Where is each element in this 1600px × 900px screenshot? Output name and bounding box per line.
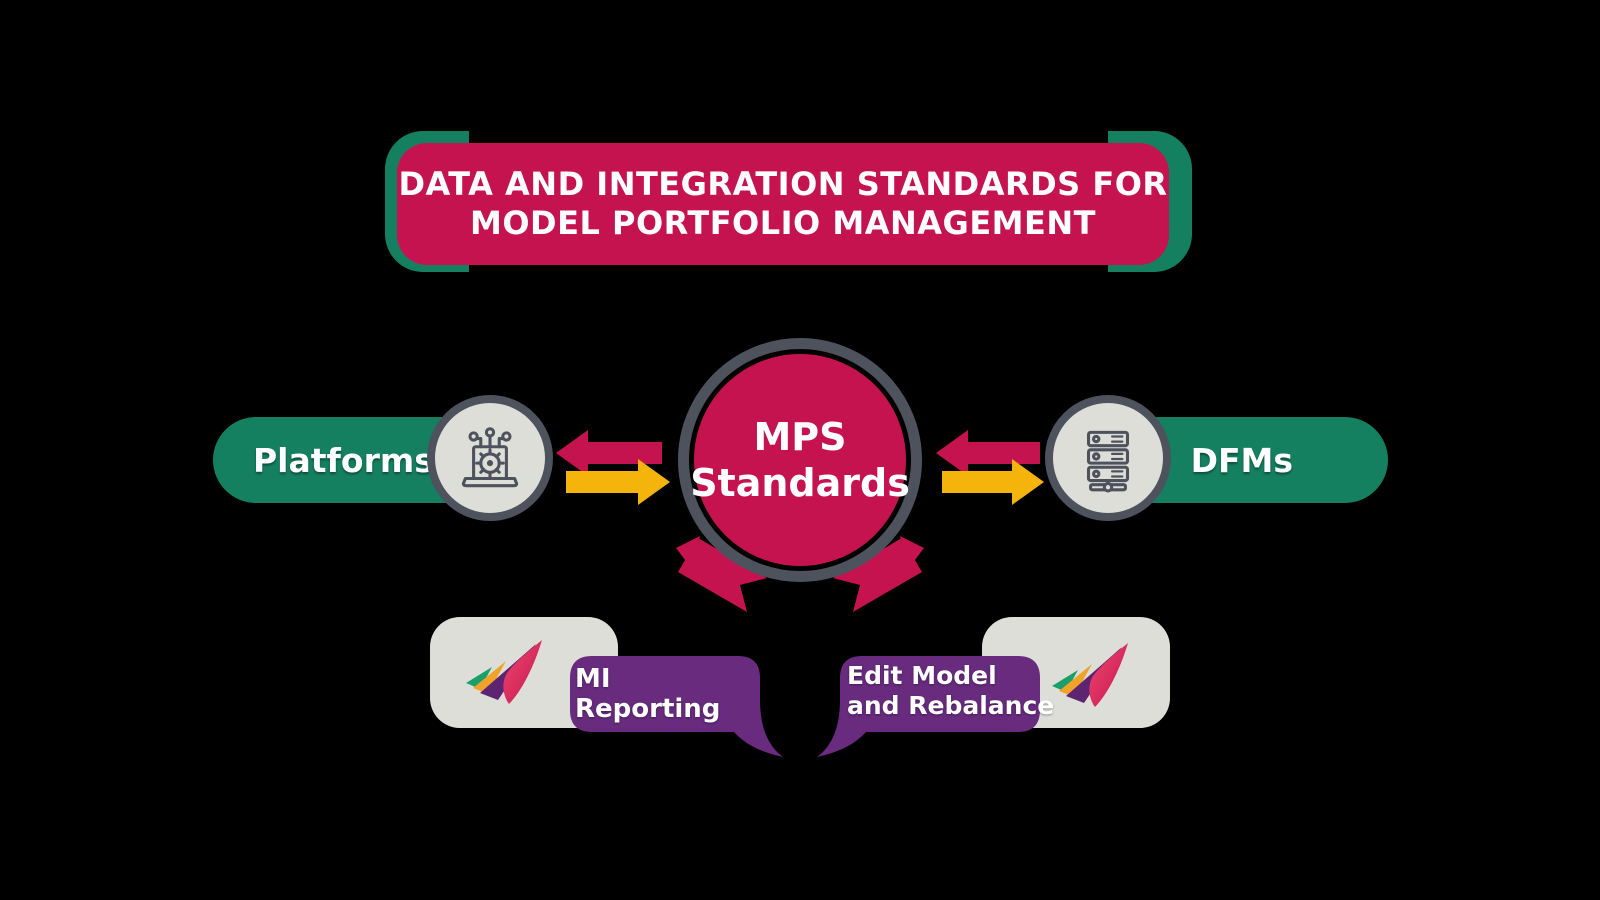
right-group-yellow-arrow-icon [942, 459, 1044, 505]
dfms-icon-circle [1045, 395, 1171, 521]
ribbon-left-icon [678, 538, 767, 612]
mps-standards-circle: MPS Standards [690, 354, 910, 566]
ribbon-right-icon [833, 538, 922, 612]
edit-model-line-1: Edit Model [847, 661, 997, 690]
edit-model-label: Edit Model and Rebalance [847, 661, 1054, 721]
left-group-crimson-arrow-icon [556, 430, 662, 476]
mps-ring [678, 338, 922, 582]
title-line-1: DATA AND INTEGRATION STANDARDS FOR [398, 165, 1168, 203]
left-group-yellow-arrow-icon [566, 459, 670, 505]
mi-reporting-label: MI Reporting [575, 664, 721, 724]
title-line-2: MODEL PORTFOLIO MANAGEMENT [470, 204, 1096, 242]
platforms-label: Platforms [253, 440, 434, 480]
title-banner: DATA AND INTEGRATION STANDARDS FOR MODEL… [397, 143, 1169, 265]
server-stack-icon [1086, 430, 1130, 493]
platforms-icon-circle [427, 395, 553, 521]
mps-line-2: Standards [690, 461, 910, 505]
laptop-gear-icon [461, 427, 519, 488]
right-group-crimson-arrow-icon [936, 430, 1040, 476]
dfms-label: DFMs [1190, 440, 1293, 480]
ribbon-right-fold-icon [900, 536, 924, 569]
mi-reporting-bubble [570, 656, 783, 757]
paper-plane-logo-left [466, 640, 542, 704]
edit-model-bubble [817, 656, 1040, 757]
paper-plane-logo-right [1052, 643, 1128, 707]
edit-model-line-2: and Rebalance [847, 691, 1055, 720]
ribbon-left-fold-icon [676, 536, 700, 569]
mps-line-1: MPS [753, 415, 847, 459]
